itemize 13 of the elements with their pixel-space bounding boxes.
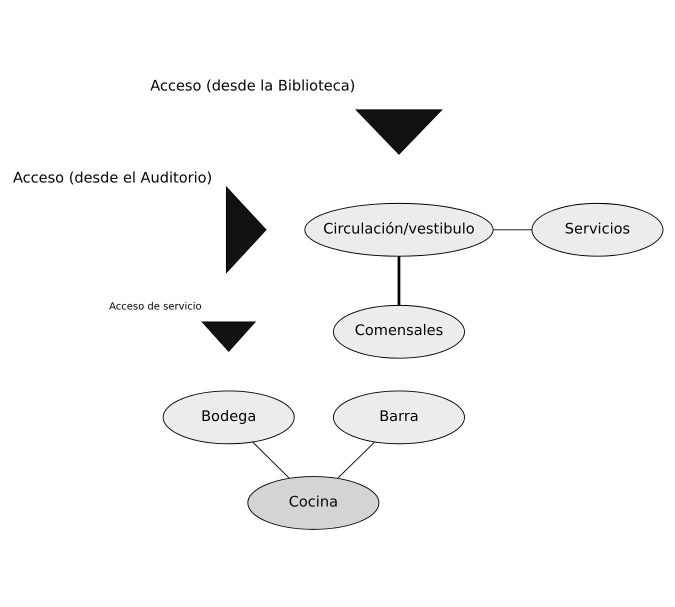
node-ellipse: Bodega (162, 390, 295, 444)
node-label: Acceso (desde la Biblioteca) (150, 76, 356, 94)
node-ellipse: Cocina (247, 476, 380, 530)
node-ellipse: Barra (332, 390, 465, 444)
connector (493, 228, 532, 230)
connector (252, 441, 290, 478)
node-ellipse: Circulación/vestibulo (304, 202, 494, 256)
node-label: Acceso de servicio (109, 300, 202, 312)
node-ellipse: Comensales (332, 304, 465, 358)
node-label: Acceso (desde el Auditorio) (12, 168, 212, 186)
connector (337, 441, 376, 478)
connector (398, 256, 400, 305)
node-ellipse: Servicios (531, 202, 664, 256)
